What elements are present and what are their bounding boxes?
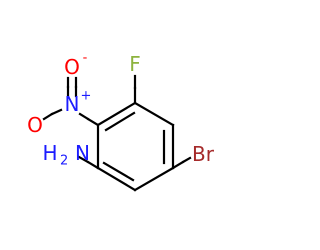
amine-hydrogen-count-subscript: 2: [60, 154, 68, 169]
fluorine-atom-label: F: [129, 52, 141, 76]
cnh2-bond-nitrogen-half: [77, 155, 90, 164]
ring-bond-c4-c5: [96, 166, 137, 192]
nitro-nitrogen-label: N: [65, 92, 80, 116]
cn-bond-carbon-half: [86, 117, 100, 127]
ring-bond-c4-c5-inner: [102, 161, 135, 182]
cnh2-bond-carbon-half: [86, 160, 100, 170]
nitro-oxygen-top-label: O: [64, 55, 80, 79]
nitro-oxygen-minus-charge: -: [83, 51, 88, 66]
ring-bond-c6-c1-inner: [104, 111, 136, 132]
cn-bond-nitrogen-half: [78, 112, 90, 121]
bromine-atom-label: Br: [192, 142, 215, 166]
nitro-double-bond-top: [66, 76, 78, 98]
amine-nitrogen-label: N: [75, 141, 90, 165]
cbr-bond-carbon-half: [171, 160, 185, 170]
carbon-nitro-bond: [78, 112, 100, 127]
no-left-nitrogen-half: [50, 108, 63, 116]
ring-bond-c6-c1: [96, 101, 137, 127]
ring-bond-c1-c2: [133, 101, 175, 127]
ring-bond-c3-c4: [133, 166, 175, 192]
amine-hydrogen-label: H: [42, 141, 57, 165]
cbr-bond-bromine-half: [181, 156, 192, 164]
chemical-structure-diagram: F O - N + O H 2 N Br: [27, 51, 215, 192]
benzene-ring: [96, 101, 175, 192]
carbon-amine-bond: [77, 155, 100, 170]
nitro-single-bond-left: [42, 108, 63, 121]
nitro-nitrogen-plus-charge: +: [81, 89, 92, 104]
no-left-oxygen-half: [42, 112, 54, 121]
carbon-bromine-bond: [171, 156, 192, 170]
nitro-oxygen-left-label: O: [27, 113, 43, 137]
